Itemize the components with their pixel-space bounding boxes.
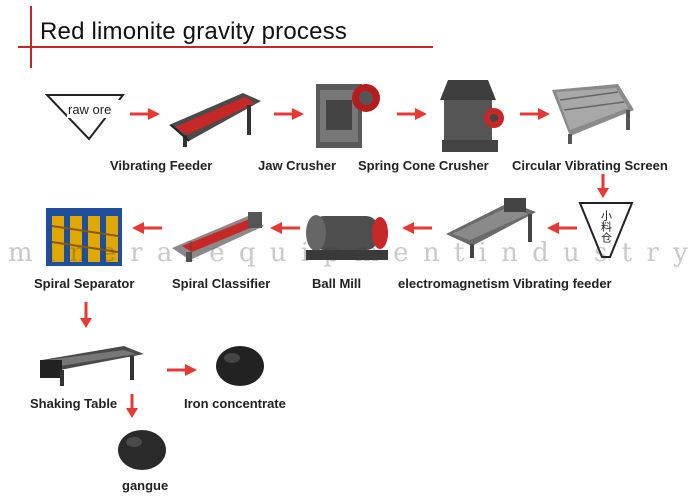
- shaking-table-image: [40, 346, 144, 386]
- arrow-hopper-to-em-feeder: [547, 222, 577, 234]
- label-gangue: gangue: [122, 478, 169, 493]
- ball-mill-image: [306, 215, 388, 260]
- arrow-screen-to-hopper: [597, 174, 609, 198]
- label-shaking-table: Shaking Table: [30, 396, 118, 411]
- label-circular-vibrating-screen: Circular Vibrating Screen: [512, 158, 668, 173]
- arrow-raw-to-feeder: [130, 108, 160, 120]
- label-ball-mill: Ball Mill: [312, 276, 362, 291]
- label-spiral-classifier: Spiral Classifier: [172, 276, 271, 291]
- arrow-ball-mill-to-classifier: [270, 222, 300, 234]
- arrow-table-to-concentrate: [167, 364, 197, 376]
- hopper-text: 小料仓: [600, 210, 613, 243]
- spiral-classifier-image: [172, 212, 264, 262]
- iron-concentrate-image: [216, 346, 264, 386]
- label-spiral-separator: Spiral Separator: [34, 276, 135, 291]
- arrow-em-feeder-to-ball-mill: [402, 222, 432, 234]
- spring-cone-crusher-image: [440, 80, 504, 152]
- jaw-crusher-image: [316, 84, 380, 148]
- label-spring-cone-crusher: Spring Cone Crusher: [358, 158, 489, 173]
- title-underline: [18, 46, 433, 48]
- arrow-separator-to-shaking-table: [80, 302, 92, 328]
- raw-ore-icon: raw ore: [45, 94, 125, 141]
- label-jaw-crusher: Jaw Crusher: [258, 158, 337, 173]
- vibrating-feeder-image: [169, 93, 261, 147]
- title-accent-bar: [30, 6, 32, 68]
- circular-vibrating-screen-image: [552, 84, 634, 144]
- gangue-image: [118, 430, 166, 470]
- arrow-cone-to-screen: [520, 108, 550, 120]
- label-iron-concentrate: Iron concentrate: [184, 396, 286, 411]
- arrow-feeder-to-jaw: [274, 108, 304, 120]
- arrow-jaw-to-cone: [397, 108, 427, 120]
- arrow-table-to-gangue: [126, 394, 138, 418]
- hopper-icon: 小料仓: [578, 202, 634, 258]
- label-vibrating-feeder: Vibrating Feeder: [110, 158, 213, 173]
- electromagnetism-vibrating-feeder-image: [446, 198, 536, 258]
- spiral-separator-image: [46, 208, 122, 266]
- raw-ore-text: raw ore: [68, 102, 111, 117]
- label-electromagnetism-vibrating-feeder: electromagnetism Vibrating feeder: [398, 276, 612, 291]
- page-title: Red limonite gravity process: [40, 18, 348, 45]
- arrow-classifier-to-separator: [132, 222, 162, 234]
- watermark: m i n e r a l e q u i p m e n t i n d u …: [8, 238, 700, 268]
